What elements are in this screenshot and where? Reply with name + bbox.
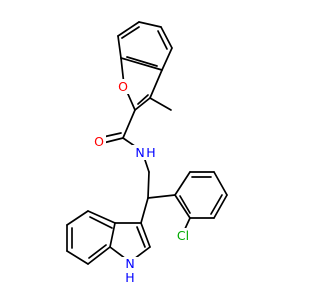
bond — [117, 35, 122, 59]
hydrogen-indole-label: H — [125, 270, 134, 285]
atom-label-carbonyl-oxygen: O — [92, 134, 106, 149]
bond — [120, 57, 163, 71]
bond — [134, 97, 151, 111]
bond — [140, 197, 149, 224]
bond — [213, 194, 228, 219]
bond — [117, 21, 140, 37]
atom-label-amide-nitrogen: N H — [132, 145, 158, 160]
nitrogen-amide-label: N — [135, 145, 144, 160]
nitrogen-indole-label: N — [125, 256, 134, 271]
bond — [121, 26, 140, 39]
bond — [147, 171, 150, 199]
bond — [179, 195, 191, 214]
bond — [87, 210, 116, 224]
chlorine-label: Cl — [177, 228, 189, 243]
bond — [174, 171, 191, 196]
atom-label-chlorine: Cl — [172, 228, 194, 243]
indole-ring-system — [66, 197, 151, 265]
structure-diagram: O O N H Cl N H — [66, 21, 228, 285]
bond — [157, 30, 168, 50]
bond — [161, 47, 173, 71]
bond — [160, 26, 173, 49]
bond — [213, 171, 228, 196]
bond — [149, 69, 163, 99]
bond — [66, 210, 89, 226]
bond — [137, 94, 149, 105]
bond — [138, 21, 162, 28]
bond — [174, 194, 191, 219]
atom-label-ring-oxygen: O — [116, 79, 130, 94]
benzofuran-benzene-ring — [117, 21, 173, 71]
bond — [122, 109, 136, 139]
oxygen-carbonyl-label: O — [94, 134, 104, 149]
bond — [210, 194, 223, 215]
hydrogen-amide-label: H — [146, 145, 155, 160]
bond — [126, 56, 158, 67]
bond — [88, 244, 107, 259]
bond — [89, 216, 113, 229]
bond — [66, 250, 89, 265]
chlorophenyl-ring — [147, 171, 228, 232]
bond — [87, 246, 111, 265]
carbonyl-bond — [102, 137, 124, 144]
bond — [136, 226, 146, 248]
methyl-bond — [149, 97, 172, 111]
atom-label-indole-nitrogen: N H — [122, 256, 138, 285]
bond — [147, 194, 176, 199]
molecule-canvas: O O N H Cl N H — [66, 21, 228, 285]
bond — [140, 222, 151, 248]
bond — [109, 222, 116, 248]
oxygen-ring-label: O — [118, 79, 128, 94]
